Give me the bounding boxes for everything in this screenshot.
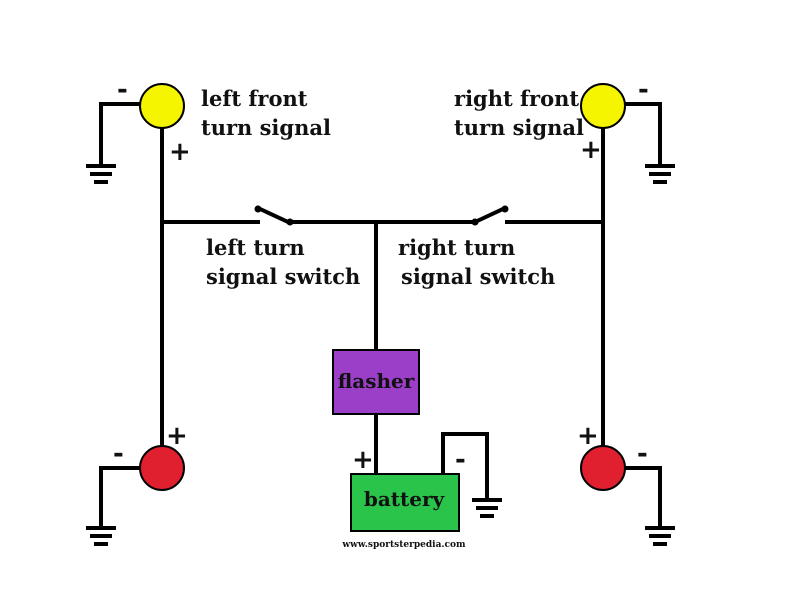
right-rear-lamp [580, 445, 626, 491]
left-rear-plus-sign: + [166, 421, 188, 451]
watermark: www.sportsterpedia.com [341, 540, 466, 550]
right-front-ground-wire [622, 102, 662, 168]
left-switch-label-line2: signal switch [206, 264, 360, 289]
left-front-lamp [139, 83, 185, 129]
right-rear-ground-wire [622, 466, 662, 530]
ground-symbol-left-front [86, 164, 116, 184]
right-front-label-line1: right front [454, 86, 579, 111]
left-rear-lamp [139, 445, 185, 491]
right-switch-label-line2: signal switch [401, 264, 555, 289]
right-front-plus-sign: + [580, 135, 602, 165]
ground-symbol-right-front [645, 164, 675, 184]
left-rear-minus-sign: - [113, 439, 124, 469]
left-front-label-line1: left front [201, 86, 308, 111]
ground-symbol-battery [472, 498, 502, 518]
wires [99, 102, 662, 530]
battery-minus-sign: - [455, 445, 466, 475]
right-rear-minus-sign: - [637, 439, 648, 469]
battery-ground-wire [441, 432, 489, 502]
left-rear-ground-wire [99, 466, 142, 530]
ground-symbol-left-rear [86, 526, 116, 546]
left-front-plus-sign: + [169, 137, 191, 167]
right-rear-plus-sign: + [577, 421, 599, 451]
battery-label: battery [364, 487, 446, 511]
left-front-label-line2: turn signal [201, 115, 331, 140]
left-switch-label-line1: left turn [206, 235, 305, 260]
left-front-minus-sign: - [117, 75, 128, 105]
right-turn-signal-switch [471, 205, 509, 226]
right-switch-label-line1: right turn [398, 235, 515, 260]
flasher-box [332, 349, 420, 415]
flasher-label: flasher [338, 369, 415, 393]
ground-symbol-right-rear [645, 526, 675, 546]
battery-plus-sign: + [352, 445, 374, 475]
right-front-label-line2: turn signal [454, 115, 584, 140]
right-front-lamp [580, 83, 626, 129]
left-turn-signal-switch [254, 205, 294, 226]
left-front-ground-wire [99, 102, 142, 168]
right-front-minus-sign: - [638, 75, 649, 105]
battery-box [350, 473, 460, 532]
